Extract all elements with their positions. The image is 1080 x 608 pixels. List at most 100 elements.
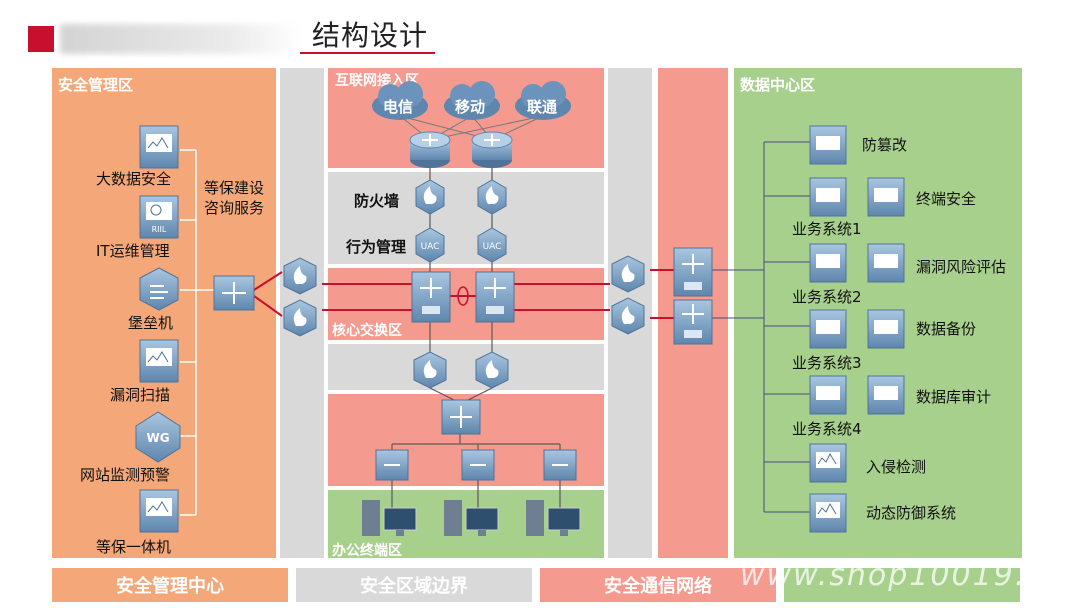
dc-switch-icon: [673, 299, 713, 345]
legend-comm-network: 安全通信网络: [540, 568, 776, 602]
left-item-label: 堡垒机: [128, 314, 174, 332]
title-underline: [300, 52, 435, 54]
left-item-label: IT运维管理: [96, 242, 170, 260]
router-icons: [409, 131, 513, 168]
right-bus-lines: [712, 141, 810, 513]
firewall-icon: [611, 297, 645, 335]
legend-security-boundary: 安全区域边界: [296, 568, 532, 602]
firewall-icon: [415, 179, 445, 215]
riil-appliance-icon: RIIL: [139, 195, 179, 239]
uac-icons: UAC UAC: [415, 227, 507, 263]
pc-icons: [362, 500, 581, 536]
red-link-lines: [253, 269, 674, 319]
monitor-appliance-icon: [139, 125, 179, 169]
cloud-icon: [444, 81, 500, 120]
link-aggregation-marker: [457, 286, 469, 306]
server-icon: [809, 177, 847, 217]
right-item-label: 漏洞风险评估: [916, 258, 1007, 276]
core-switch-icon: [411, 271, 451, 323]
firewall-label: 防火墙: [354, 192, 400, 210]
firewall-icon: [283, 257, 317, 295]
core-switch-icon: [475, 271, 515, 323]
wg-text: WG: [146, 431, 169, 445]
firewall-band: [328, 172, 604, 264]
uac-text: UAC: [421, 242, 440, 252]
isp-label-unicom: 联通: [527, 98, 558, 116]
internet-access-label: 互联网接入区: [335, 73, 419, 89]
firewall-icon: [283, 299, 317, 337]
uac-icon: UAC: [477, 227, 507, 263]
server-icon: [809, 309, 847, 349]
legend-computing-env: [784, 568, 1020, 602]
cloud-icon: [515, 81, 571, 120]
aggregation-switch-icon: [441, 399, 481, 435]
ids-appliance-icon: [809, 443, 847, 483]
bastion-host-icon: [139, 267, 179, 311]
dc-switch-icon: [673, 247, 713, 297]
pc-icon: [526, 500, 581, 536]
access-switch-icon: [461, 449, 495, 481]
isp-label-mobile: 移动: [455, 98, 486, 116]
uac-text: UAC: [483, 242, 502, 252]
left-item-label: 漏洞扫描: [110, 386, 171, 404]
watermark: www.shop10019.com: [740, 558, 1080, 593]
server-icon: [809, 125, 847, 165]
legend-security-mgmt-center: 安全管理中心: [52, 568, 288, 602]
router-icon: [409, 131, 451, 168]
left-item-label: 大数据安全: [96, 170, 172, 188]
office-terminal-label: 办公终端区: [332, 543, 402, 559]
logo-mark: [28, 26, 54, 52]
mid-firewall-band: [328, 344, 604, 390]
router-icon: [471, 131, 513, 168]
right-appliance-icons: [809, 125, 905, 533]
server-icon: [867, 243, 905, 283]
right-item-label: 防篡改: [862, 136, 908, 154]
left-bus-lines: [180, 149, 214, 516]
right-item-label: 业务系统1: [792, 220, 862, 238]
cloud-icon: [372, 81, 428, 120]
pc-icon: [362, 500, 417, 536]
firewall-icons: [283, 179, 645, 389]
riil-text: RIIL: [152, 225, 167, 234]
firewall-icon: [475, 351, 509, 389]
right-item-label: 数据备份: [916, 320, 977, 338]
left-appliance-icons: RIIL WG: [135, 125, 181, 533]
firewall-icon: [413, 351, 447, 389]
left-item-label: 网站监测预警: [80, 466, 171, 484]
data-center-zone-label: 数据中心区: [740, 76, 816, 94]
uac-icon: UAC: [415, 227, 445, 263]
pc-icon: [444, 500, 499, 536]
mgmt-switch-icon: [213, 275, 255, 311]
right-item-label: 业务系统2: [792, 288, 862, 306]
behavior-mgmt-label: 行为管理: [346, 238, 407, 256]
server-icon: [809, 243, 847, 283]
left-item-label: 等保一体机: [96, 538, 172, 556]
server-icon: [867, 375, 905, 415]
right-item-label: 业务系统4: [792, 420, 862, 438]
switch-icons: [213, 247, 713, 481]
right-item-label: 动态防御系统: [866, 504, 957, 522]
access-switch-icon: [543, 449, 577, 481]
server-icon: [867, 309, 905, 349]
core-switch-label: 核心交换区: [332, 323, 402, 339]
page-title: 结构设计: [312, 19, 429, 52]
isp-cloud-icons: [372, 81, 571, 120]
isp-label-telecom: 电信: [383, 98, 414, 116]
right-item-label: 终端安全: [916, 190, 977, 208]
right-item-label: 业务系统3: [792, 354, 862, 372]
server-icon: [809, 375, 847, 415]
right-item-label: 数据库审计: [916, 388, 992, 406]
wg-icon: WG: [135, 411, 181, 463]
consult-service-label: 等保建设 咨询服务: [204, 179, 265, 217]
compliance-appliance-icon: [139, 489, 179, 533]
right-item-label: 入侵检测: [866, 458, 927, 476]
vuln-scanner-icon: [139, 339, 179, 383]
firewall-icon: [477, 179, 507, 215]
server-icon: [867, 177, 905, 217]
security-mgmt-zone-label: 安全管理区: [58, 76, 134, 94]
blurred-logo: [60, 24, 300, 54]
firewall-icon: [611, 255, 645, 293]
dynamic-defense-icon: [809, 493, 847, 533]
access-switch-icon: [375, 449, 409, 481]
